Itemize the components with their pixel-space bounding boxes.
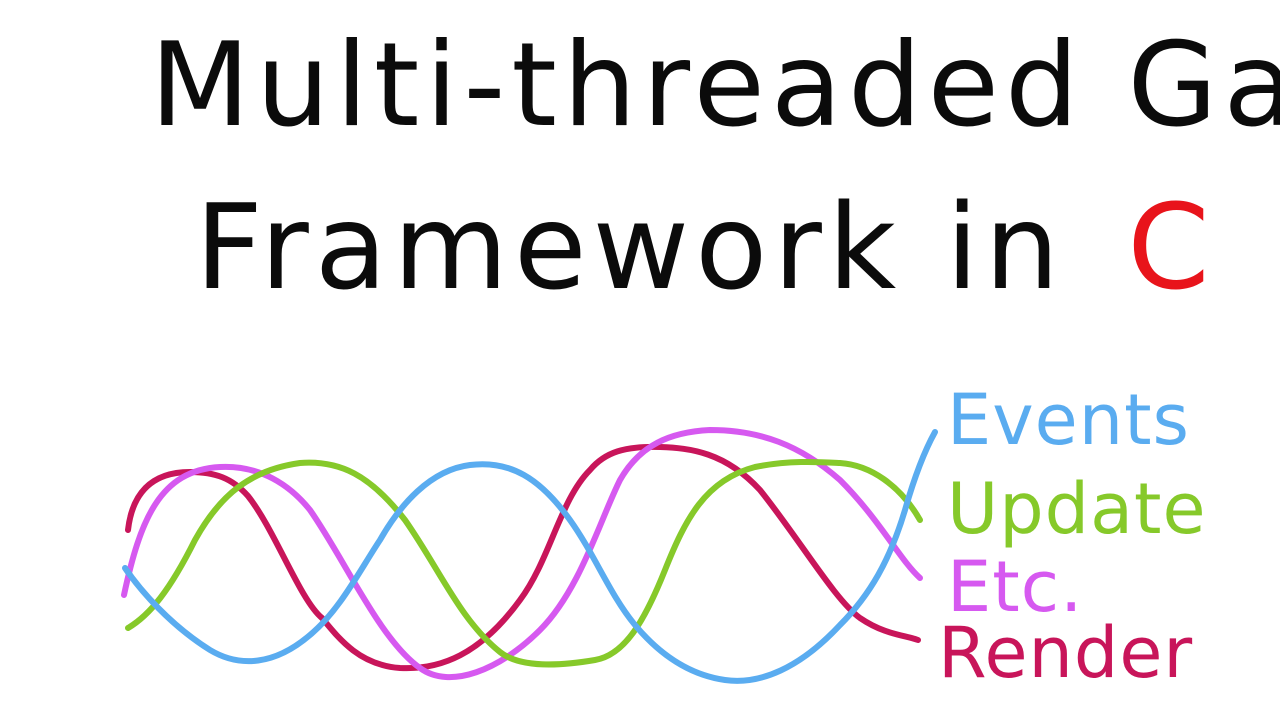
legend-update-label: Update bbox=[947, 468, 1207, 550]
etc-wave bbox=[121, 427, 923, 681]
events-wave bbox=[122, 429, 938, 684]
legend-render-label: Render bbox=[938, 612, 1194, 694]
title-line-1: Multi-threaded Game bbox=[150, 28, 1280, 144]
update-wave bbox=[125, 458, 923, 668]
language-letter: C bbox=[1127, 178, 1216, 316]
legend-events-label: Events bbox=[947, 379, 1191, 461]
render-wave bbox=[125, 443, 921, 672]
title-line-1-text: Multi-threaded Game bbox=[150, 18, 1280, 153]
legend-etc-label: Etc. bbox=[947, 546, 1084, 628]
title-line-2-text: Framework in bbox=[195, 178, 1066, 316]
